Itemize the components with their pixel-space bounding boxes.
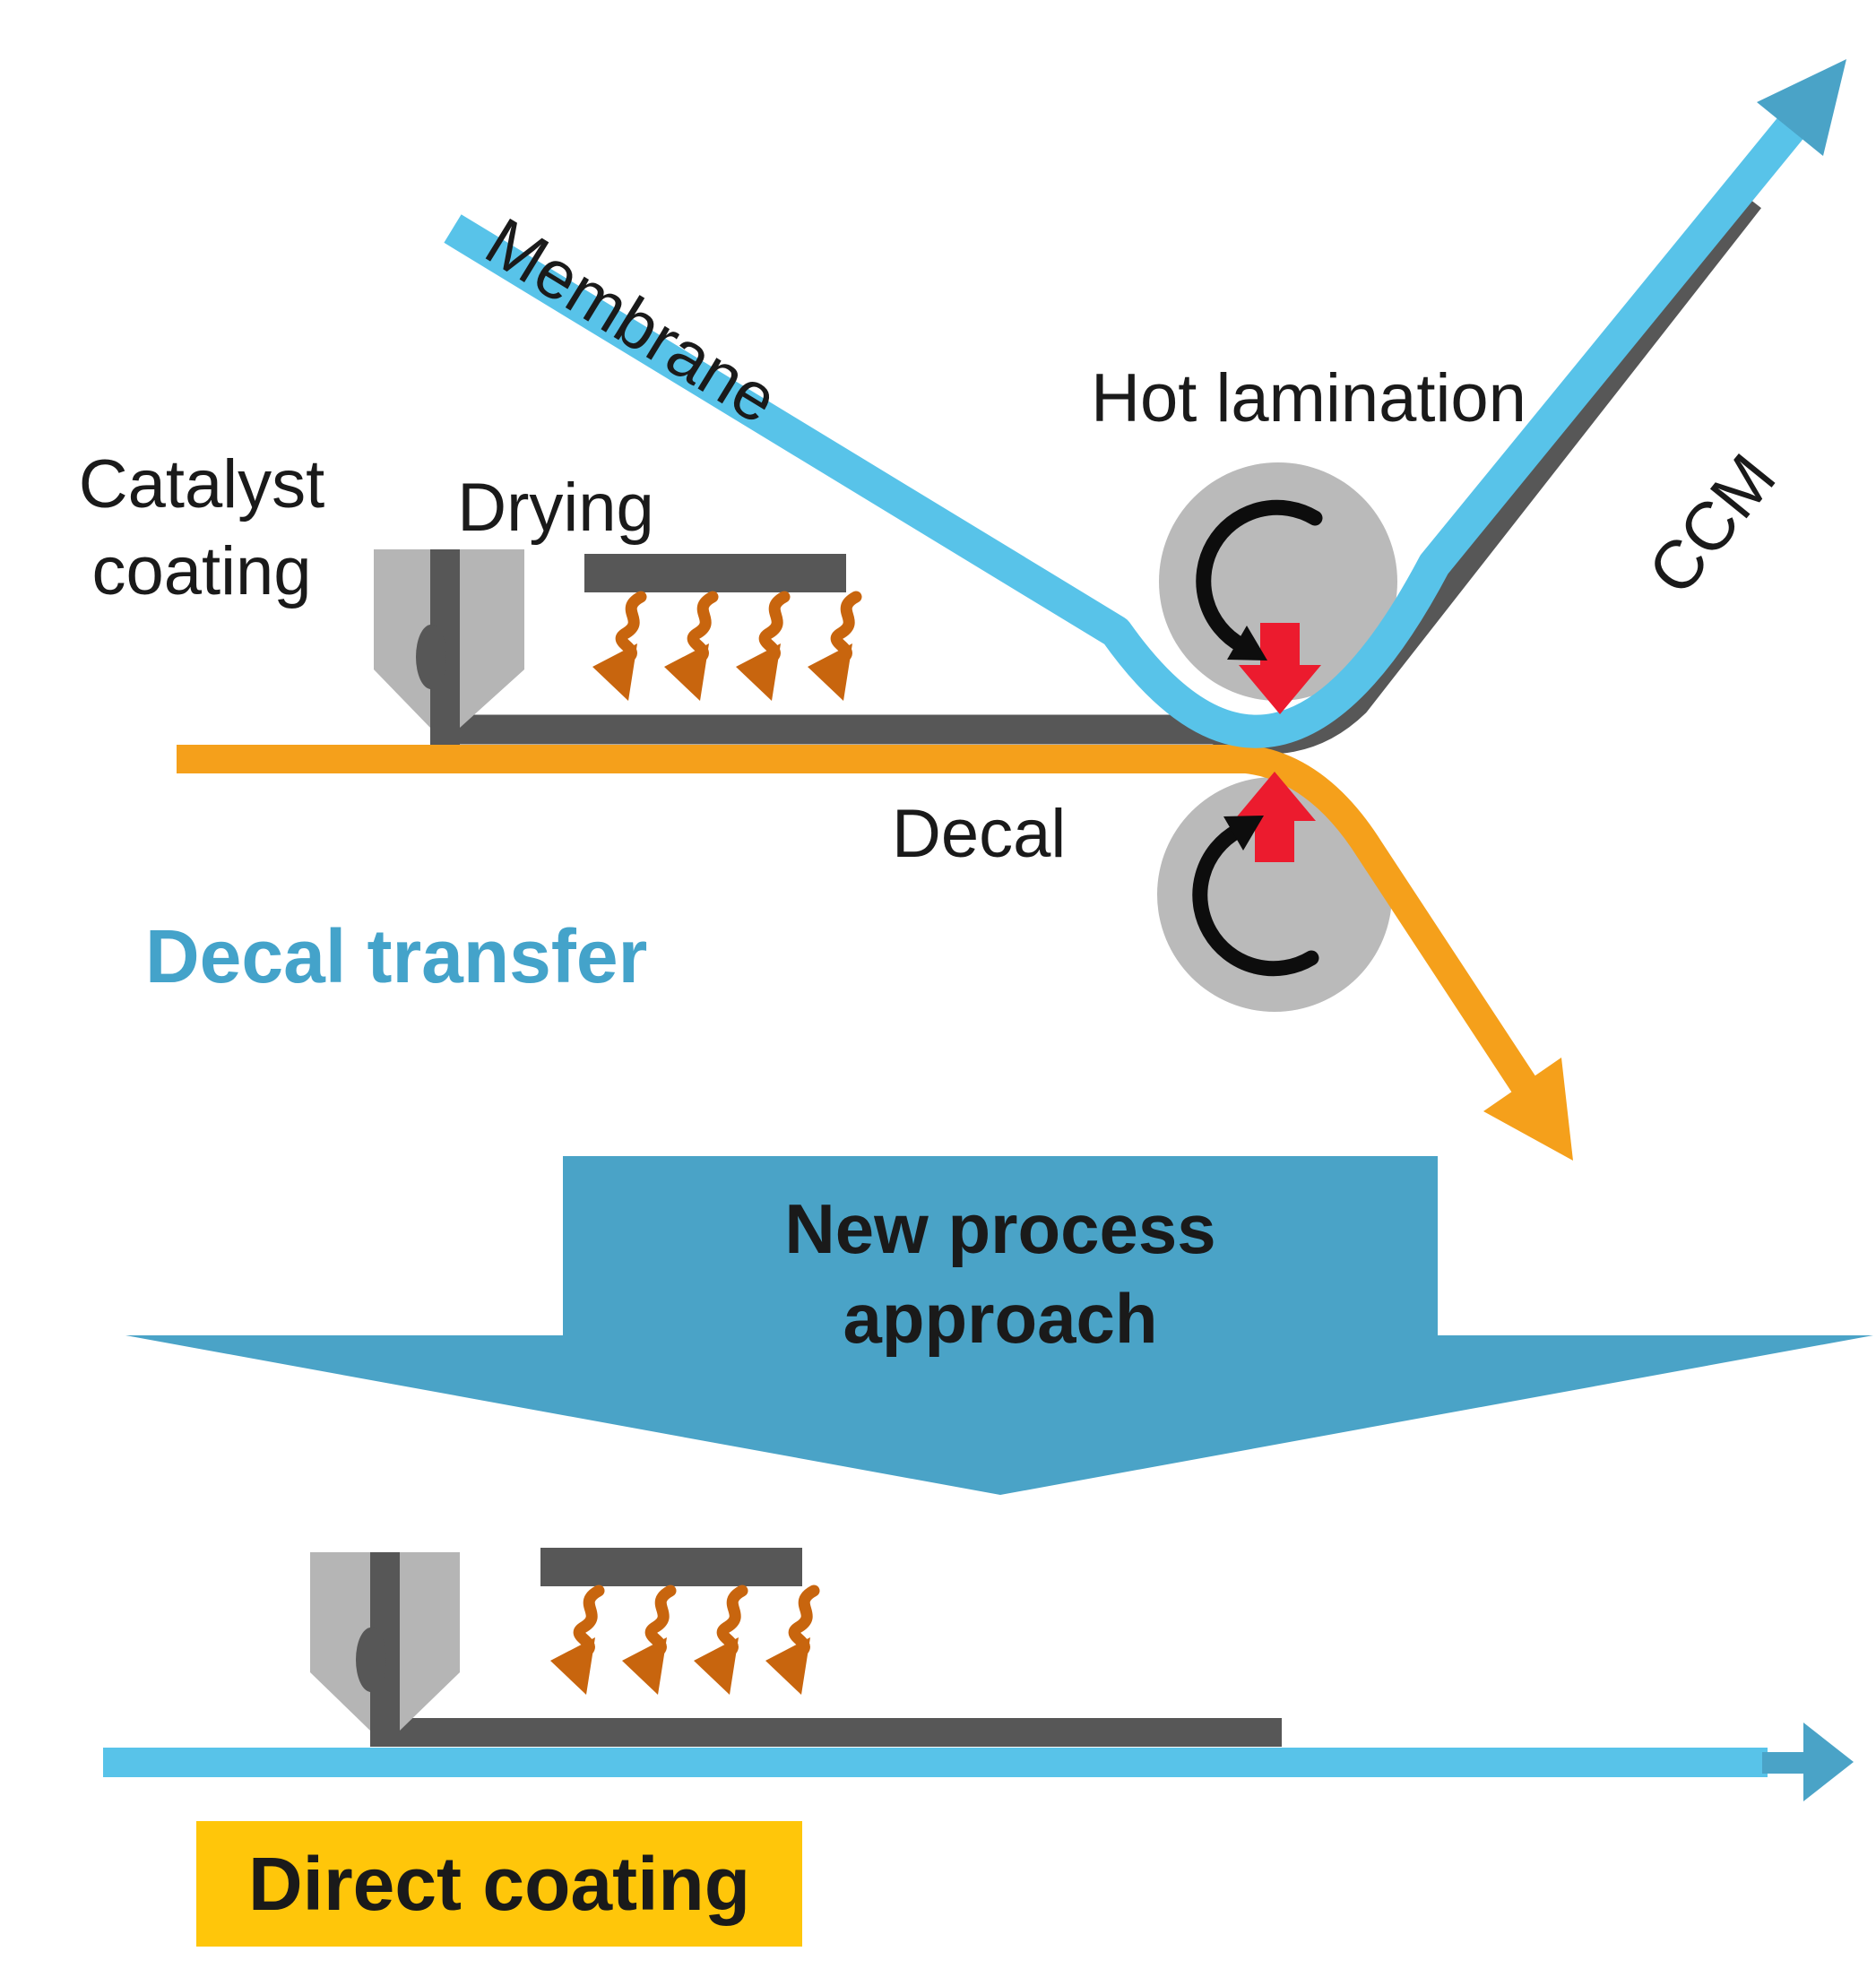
decal-web-line [177, 745, 1536, 1092]
rotation-arrow-icon [1196, 499, 1323, 653]
coating-bead-icon [416, 625, 446, 689]
rotation-arrowhead-icon [1227, 626, 1267, 661]
new-process-approach-label: New process approach [563, 1185, 1438, 1364]
decal-label: Decal [892, 796, 1067, 872]
decal-transfer-title: Decal transfer [145, 914, 648, 998]
ccm-output-arrowhead-icon [1757, 59, 1846, 156]
web-output-arrowhead-icon [1803, 1723, 1854, 1801]
flame-icon [592, 597, 641, 701]
pressure-down-arrow-icon [1239, 623, 1321, 714]
drying-heater-icon [540, 1548, 802, 1586]
flame-icon [694, 1591, 742, 1695]
new-process-line2: approach [843, 1278, 1158, 1358]
flame-icon [808, 597, 856, 701]
rotation-arrowhead-icon [1223, 816, 1264, 851]
direct-coating-badge: Direct coating [196, 1821, 802, 1947]
flame-icon [765, 1591, 814, 1695]
flame-icon [664, 597, 713, 701]
bottom-lamination-roller-icon [1157, 777, 1392, 1012]
coating-bead-icon [356, 1628, 386, 1692]
catalyst-coating-label: Catalyst coating [78, 446, 325, 610]
rotation-arrow-icon [1192, 823, 1319, 977]
membrane-web-line [103, 1748, 1768, 1777]
hot-lamination-label: Hot lamination [1091, 360, 1526, 436]
flame-icon [622, 1591, 670, 1695]
flame-icon [550, 1591, 599, 1695]
drying-heater-icon [584, 554, 846, 592]
drying-label: Drying [457, 470, 654, 546]
new-process-flow-arrow [125, 1156, 1873, 1495]
web-output-arrow-shaft [1762, 1752, 1803, 1774]
pressure-up-arrow-icon [1233, 772, 1316, 862]
membrane-web-line [444, 115, 1806, 748]
direct-coating-title: Direct coating [247, 1841, 751, 1926]
flame-icon [736, 597, 784, 701]
top-lamination-roller-icon [1159, 462, 1397, 701]
new-process-line1: New process [784, 1189, 1216, 1268]
decal-output-arrowhead-icon [1483, 1058, 1573, 1161]
catalyst-layer-line [370, 1718, 1282, 1747]
